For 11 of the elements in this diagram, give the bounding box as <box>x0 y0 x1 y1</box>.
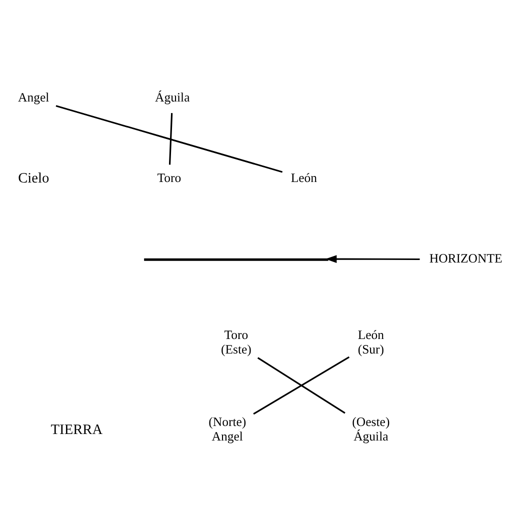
node-text: León <box>290 171 318 186</box>
node-text: (Oeste) Águila <box>352 415 390 444</box>
node-text: Águila <box>155 90 190 105</box>
node-text: León (Sur) <box>358 328 384 357</box>
node-text: Toro <box>157 171 182 186</box>
label: Cielo <box>18 170 50 187</box>
label: TIERRA <box>50 422 103 438</box>
node-text: Toro (Este) <box>220 328 252 357</box>
node-text: (Norte) Angel <box>208 415 246 444</box>
node-text: Angel <box>18 90 50 105</box>
node-text: HORIZONTE <box>429 252 502 266</box>
